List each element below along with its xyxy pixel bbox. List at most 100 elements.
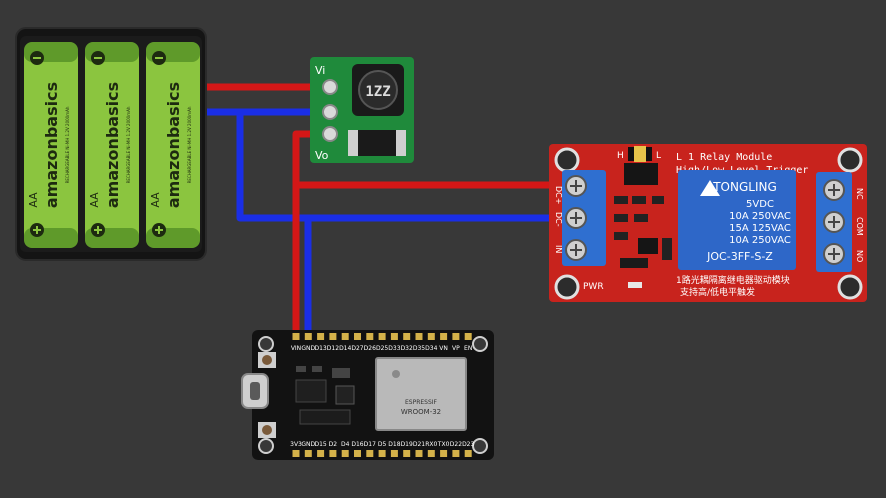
wifi-module-shield [376, 358, 466, 430]
header-pin [390, 450, 398, 457]
pin-label-d19: D19 [401, 441, 413, 448]
pwr-label: PWR [583, 282, 604, 292]
svg-text:L: L [656, 151, 661, 161]
cell-fine-print: RECHARGEABLE Ni-MH 1.2V 2000mAh [65, 106, 70, 183]
mount-hole [258, 336, 274, 352]
mount-hole [554, 274, 580, 300]
pin-label-d23: D23 [462, 441, 474, 448]
pin-label-d22: D22 [450, 441, 462, 448]
pin-label-3v3: 3V3 [290, 441, 302, 448]
header-pin [440, 450, 448, 457]
relay-rating-2: 15A 125VAC [729, 223, 791, 234]
relay-pin-dcplus: DC+ [554, 186, 563, 204]
header-pin [390, 333, 398, 340]
pin-label-d12: D12 [327, 345, 339, 352]
header-pin [427, 333, 435, 340]
mount-hole [472, 336, 488, 352]
relay-pin-dcminus: DC- [554, 212, 563, 227]
pin-label-d35: D35 [413, 345, 425, 352]
pin-label-d26: D26 [364, 345, 376, 352]
header-pin [452, 450, 460, 457]
header-pin [378, 333, 386, 340]
pin-label-d13: D13 [314, 345, 326, 352]
relay-pin-in: IN [554, 245, 563, 253]
pin-label-gnd: GND [301, 441, 315, 448]
header-pin [415, 450, 423, 457]
header-pin [354, 333, 361, 340]
pin-label-d25: D25 [376, 345, 388, 352]
pin-vi-label: Vi [315, 64, 325, 77]
pin-label-d17: D17 [364, 441, 376, 448]
inductor-marking: 1ZZ [365, 84, 390, 100]
relay-rating-3: 10A 250VAC [729, 235, 791, 246]
header-pin [329, 450, 337, 457]
header-pin [329, 333, 337, 340]
pin-label-d32: D32 [401, 345, 413, 352]
header-pin [464, 333, 472, 340]
header-pin [354, 450, 361, 457]
header-pin [415, 333, 423, 340]
relay-logo-icon [700, 180, 720, 196]
header-pin [292, 450, 300, 457]
header-pin [427, 450, 435, 457]
pin-label-gnd: GND [301, 345, 315, 352]
wifi-module-brand: ESPRESSIF [405, 399, 438, 406]
header-pin [292, 333, 300, 340]
mount-hole [554, 147, 580, 173]
optocoupler [624, 163, 658, 185]
dc-dc-converter: Vi Vo 1ZZ [310, 57, 414, 163]
pin-label-vin: VIN [291, 345, 301, 352]
chinese-text-2: 支持高/低电平触发 [680, 286, 755, 298]
smd-components [295, 366, 355, 425]
header-pin [341, 450, 349, 457]
wifi-module-label: WROOM-32 [401, 408, 441, 416]
pin-label-d27: D27 [351, 345, 363, 352]
header-pin [304, 450, 312, 457]
pin-vi-pad [322, 79, 338, 95]
pin-label-d18: D18 [388, 441, 400, 448]
header-pin [317, 333, 325, 340]
header-pin [341, 333, 349, 340]
relay-model: JOC-3FF-S-Z [706, 250, 773, 263]
cell-size: AA [149, 192, 162, 208]
pin-label-d14: D14 [339, 345, 351, 352]
transistor [638, 238, 658, 254]
pin-label-d16: D16 [351, 441, 363, 448]
header-pin [304, 333, 312, 340]
header-pin [378, 450, 386, 457]
relay-pin-nc: NC [855, 188, 864, 200]
blue-wire-gnd-to-relay [236, 112, 575, 222]
cell-brand: amazonbasics [103, 82, 122, 208]
header-pin [366, 450, 374, 457]
pin-label-d4: D4 [341, 441, 350, 448]
pin-label-rx0: RX0 [425, 441, 437, 448]
pin-label-tx0: TX0 [437, 441, 450, 448]
chinese-text-1: 1路光耦隔离继电器驱动模块 [676, 274, 790, 286]
relay-title-1: L 1 Relay Module [676, 152, 772, 163]
relay-pin-no: NO [855, 250, 864, 262]
svg-text:H: H [617, 151, 624, 161]
header-pin [464, 450, 472, 457]
relay-voltage: 5VDC [746, 199, 774, 210]
header-pin [452, 333, 460, 340]
mount-hole [837, 147, 863, 173]
pin-label-vn: VN [439, 345, 448, 352]
diode [620, 258, 648, 268]
relay-brand: TONGLING [712, 180, 777, 194]
pin-label-d33: D33 [388, 345, 400, 352]
relay-rating-1: 10A 250VAC [729, 211, 791, 222]
relay-module: DC+ DC- IN H L L 1 Relay Module High/Low… [549, 144, 867, 302]
cell-fine-print: RECHARGEABLE Ni-MH 1.2V 2000mAh [187, 106, 192, 183]
relay-pin-com: COM [855, 217, 864, 236]
header-pin [403, 333, 411, 340]
pin-label-en: EN [464, 345, 472, 352]
pin-vo-label: Vo [315, 149, 329, 162]
pin-label-d34: D34 [425, 345, 437, 352]
cell-brand: amazonbasics [164, 82, 183, 208]
cell-size: AA [27, 192, 40, 208]
